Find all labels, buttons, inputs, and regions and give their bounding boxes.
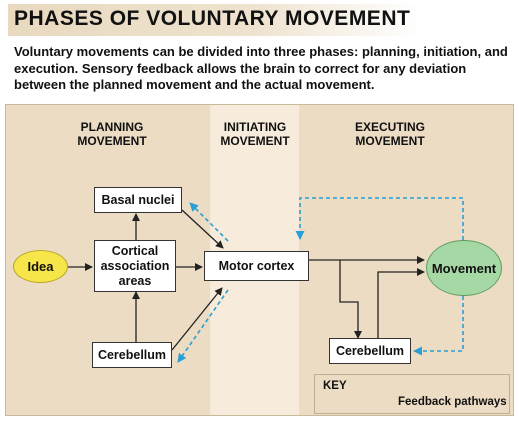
idea-node: Idea	[13, 250, 68, 283]
feedback-movement-to-motor	[295, 197, 464, 240]
intro-text: Voluntary movements can be divided into …	[14, 44, 508, 92]
title-band	[8, 4, 419, 36]
key-feedback-label: Feedback pathways	[398, 396, 507, 408]
arrow-basal-to-motor	[181, 209, 224, 249]
motor-cortex-box: Motor cortex	[204, 251, 309, 281]
key-box	[314, 374, 510, 414]
arrow-cerebellum-right-to-movement	[377, 268, 425, 341]
phase-label-initiating: INITIATING MOVEMENT	[220, 120, 290, 148]
cortical-association-box: Cortical association areas	[94, 240, 176, 292]
movement-node: Movement	[426, 240, 502, 296]
feedback-movement-to-cerebellum-right	[413, 296, 464, 356]
phase-label-planning: PLANNING MOVEMENT	[77, 120, 147, 148]
cerebellum-right-box: Cerebellum	[329, 338, 411, 364]
phase-label-executing: EXECUTING MOVEMENT	[354, 120, 425, 148]
feedback-motor-to-cerebellum-left	[177, 289, 229, 363]
arrow-cerebellum-to-motor	[171, 287, 223, 351]
feedback-motor-to-basal	[189, 202, 229, 242]
page-title: PHASES OF VOLUNTARY MOVEMENT	[14, 7, 411, 30]
cerebellum-left-box: Cerebellum	[92, 342, 172, 368]
key-title: KEY	[323, 380, 347, 392]
arrow-motor-to-cerebellum-right	[339, 260, 362, 339]
basal-nuclei-box: Basal nuclei	[94, 187, 182, 213]
